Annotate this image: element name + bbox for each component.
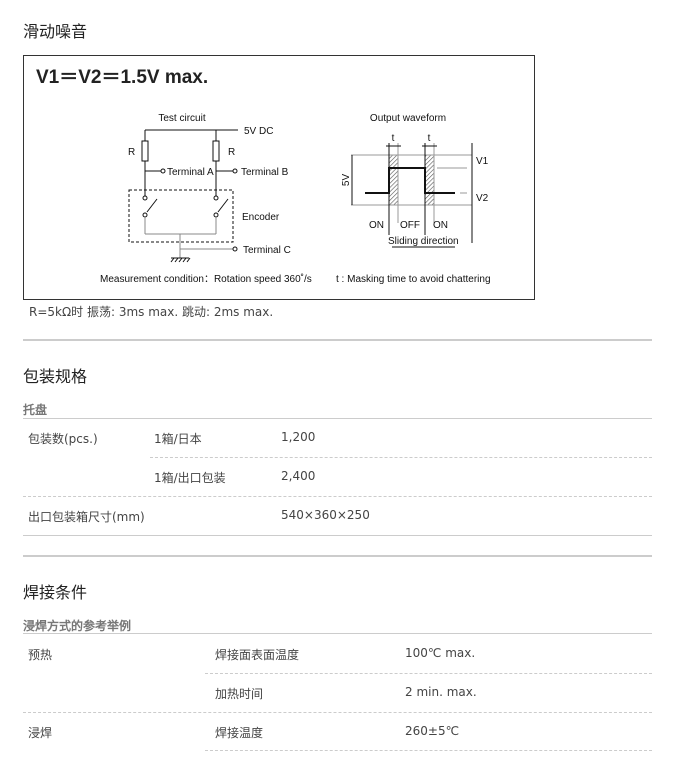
soldering-subtitle: 浸焊方式的参考举例 bbox=[23, 619, 132, 633]
soldering-section-title: 焊接条件 bbox=[23, 583, 88, 602]
row-label: 出口包装箱尺寸(mm) bbox=[28, 510, 145, 524]
row-label: 预热 bbox=[28, 648, 53, 662]
section-divider bbox=[23, 339, 652, 341]
row-label: 包装数(pcs.) bbox=[28, 432, 98, 446]
masking-note: t : Masking time to avoid chattering bbox=[336, 274, 491, 285]
resistor-left bbox=[141, 140, 149, 162]
waveform-title: Output waveform bbox=[370, 113, 446, 124]
t-label-1: t bbox=[392, 133, 395, 144]
row-sub: 焊接温度 bbox=[215, 726, 264, 740]
divider bbox=[23, 712, 652, 713]
row-value: 2 min. max. bbox=[405, 685, 477, 699]
test-circuit-title: Test circuit bbox=[158, 113, 205, 124]
row-value: 1,200 bbox=[281, 430, 316, 444]
on-label-left: ON bbox=[369, 220, 384, 231]
packaging-subtitle: 托盘 bbox=[23, 403, 48, 417]
packaging-section-title: 包装规格 bbox=[23, 367, 88, 386]
divider bbox=[205, 673, 652, 674]
v2-label: V2 bbox=[476, 193, 489, 204]
section-divider bbox=[23, 555, 652, 557]
resistor-label-left: R bbox=[128, 147, 135, 158]
divider bbox=[23, 418, 652, 419]
divider bbox=[23, 535, 652, 536]
output-waveform bbox=[351, 143, 473, 248]
row-label: 浸焊 bbox=[28, 726, 53, 740]
measurement-condition: Measurement condition：Rotation speed 360… bbox=[100, 273, 312, 285]
voltage-label: 5V bbox=[341, 174, 352, 187]
row-value: 100℃ max. bbox=[405, 646, 476, 660]
noise-caption: R=5kΩ时 振荡: 3ms max. 跳动: 2ms max. bbox=[29, 305, 274, 319]
row-sub: 1箱/日本 bbox=[154, 432, 202, 446]
supply-label: 5V DC bbox=[244, 126, 273, 137]
terminal-b-label: Terminal B bbox=[241, 167, 289, 178]
resistor-right bbox=[212, 140, 220, 162]
v1-label: V1 bbox=[476, 156, 489, 167]
noise-diagram bbox=[23, 55, 535, 300]
divider bbox=[205, 750, 652, 751]
row-sub: 焊接面表面温度 bbox=[215, 648, 300, 662]
divider bbox=[23, 496, 652, 497]
row-value: 260±5℃ bbox=[405, 724, 460, 738]
off-label: OFF bbox=[400, 220, 420, 231]
resistor-label-right: R bbox=[228, 147, 235, 158]
circuit-wires bbox=[128, 129, 238, 263]
on-label-right: ON bbox=[433, 220, 448, 231]
encoder-label: Encoder bbox=[242, 212, 280, 223]
diagram-heading: V1＝V2＝1.5V max. bbox=[36, 67, 209, 88]
t-label-2: t bbox=[428, 133, 431, 144]
row-sub: 加热时间 bbox=[215, 687, 264, 701]
terminal-a-label: Terminal A bbox=[167, 167, 214, 178]
sliding-direction-label: Sliding direction bbox=[388, 236, 459, 247]
divider bbox=[150, 457, 652, 458]
terminal-c-label: Terminal C bbox=[243, 245, 291, 256]
row-sub: 1箱/出口包装 bbox=[154, 471, 226, 485]
noise-section-title: 滑动噪音 bbox=[23, 22, 88, 41]
row-value: 2,400 bbox=[281, 469, 316, 483]
row-value: 540×360×250 bbox=[281, 508, 370, 522]
divider bbox=[23, 633, 652, 634]
